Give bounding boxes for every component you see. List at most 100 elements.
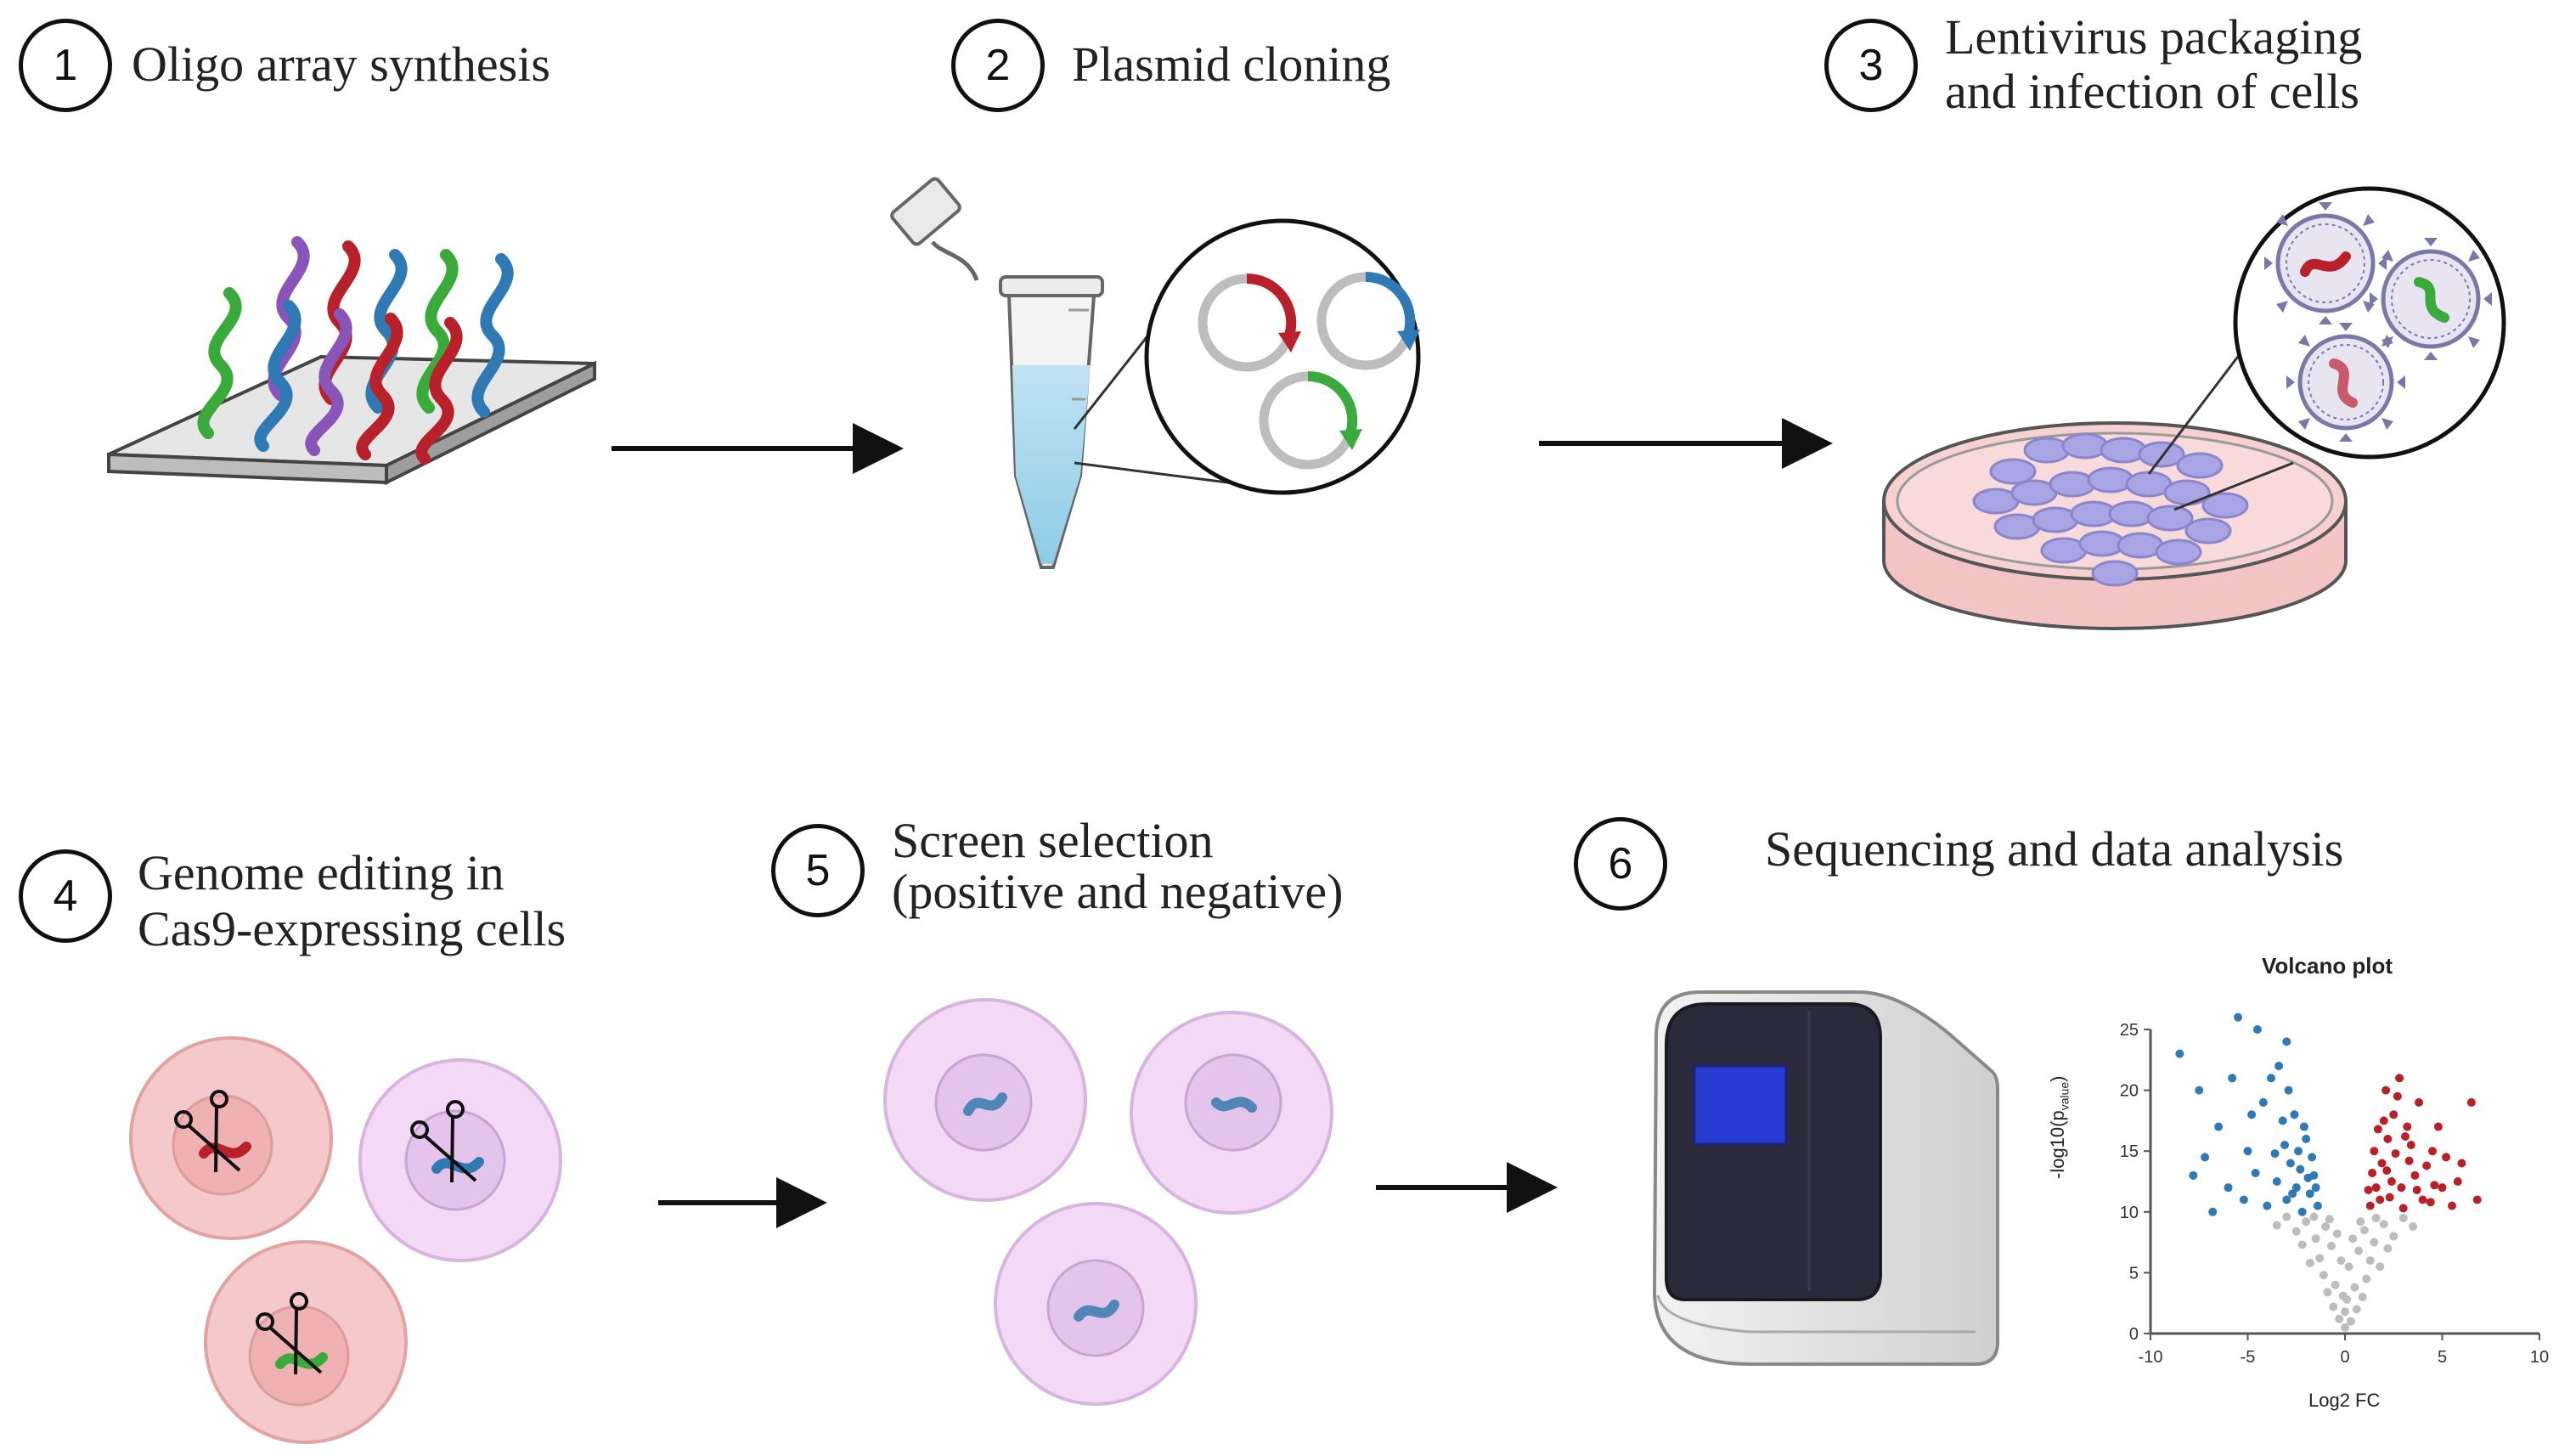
volcano-point [2389,1110,2398,1119]
volcano-point [2325,1215,2334,1224]
volcano-point [2282,1037,2291,1046]
volcano-point [2326,1241,2336,1250]
volcano-point [2282,1212,2291,1221]
volcano-point [2299,1122,2308,1131]
plasmid-zoom-circle [1144,218,1421,495]
volcano-y-tick-label: 10 [2120,1204,2139,1222]
volcano-point [2433,1122,2443,1131]
volcano-point [2341,1322,2349,1332]
volcano-point [2302,1217,2311,1227]
volcano-point [2319,1271,2328,1280]
volcano-point [2406,1141,2415,1150]
volcano-point [2370,1147,2379,1156]
volcano-point [2365,1201,2375,1210]
volcano-point [2302,1134,2311,1143]
sequencer-screen [1693,1064,1788,1146]
oligo-strand-purple-2 [305,308,352,456]
volcano-x-tick-label: 5 [2438,1348,2447,1367]
volcano-point [2311,1234,2320,1244]
volcano-point [2284,1086,2293,1095]
volcano-point [2397,1183,2406,1193]
volcano-point [2453,1177,2462,1186]
volcano-point [2412,1186,2421,1195]
volcano-point [2410,1170,2420,1180]
volcano-point [2418,1195,2427,1204]
volcano-point [2311,1183,2320,1193]
edited-cell-red [129,1036,333,1240]
step-6-number: 6 [1574,817,1667,911]
volcano-point [2371,1183,2381,1193]
volcano-point [2272,1177,2281,1186]
volcano-point [2201,1153,2210,1162]
volcano-point [2382,1166,2392,1176]
volcano-point [2457,1159,2466,1168]
volcano-point [2404,1156,2414,1165]
volcano-point [2376,1262,2385,1272]
volcano-point [2383,1134,2393,1143]
volcano-point [2354,1246,2364,1255]
virus-zoom-circle [2233,186,2506,460]
volcano-point [2364,1186,2373,1195]
scissors-icon [174,1090,241,1173]
oligo-strand-blue-3 [254,300,302,452]
oligo-strand-blue-2 [471,253,514,418]
petri-dish [1882,421,2348,630]
volcano-point [2371,1213,2381,1222]
volcano-point [2332,1229,2342,1238]
volcano-point [2258,1097,2268,1107]
volcano-point [2422,1161,2432,1170]
volcano-y-tick-label: 25 [2120,1021,2139,1040]
volcano-point [2331,1280,2340,1289]
step-3-title-line2: and infection of cells [1945,64,2359,119]
volcano-point [2377,1159,2387,1168]
volcano-point [2359,1226,2369,1235]
volcano-point [2344,1262,2353,1272]
volcano-point [2338,1291,2348,1300]
step-4-title-line2: Cas9-expressing cells [138,901,566,956]
volcano-point [2291,1227,2301,1236]
step-3-number: 3 [1824,19,1918,112]
selected-cell-1 [883,998,1087,1202]
volcano-x-tick-label: 10 [2530,1348,2549,1367]
volcano-point [2393,1091,2402,1101]
volcano-point [2379,1116,2388,1125]
volcano-point [2395,1074,2404,1083]
volcano-point [2335,1314,2344,1323]
volcano-point [2263,1201,2272,1210]
volcano-point [2373,1125,2382,1134]
volcano-x-tick-label: -5 [2241,1348,2256,1367]
volcano-point [2428,1147,2438,1156]
step-2-title: Plasmid cloning [1072,37,1391,92]
volcano-point [2294,1147,2303,1156]
volcano-point [2352,1305,2361,1314]
volcano-point [2329,1302,2338,1311]
volcano-point [2297,1240,2307,1249]
lentivirus-red [2264,202,2387,324]
step-5-title-line1: Screen selection [892,813,1214,868]
volcano-point [2303,1173,2313,1182]
volcano-point [2400,1132,2410,1142]
volcano-point [2415,1097,2424,1107]
volcano-point [2376,1195,2385,1204]
volcano-point [2282,1195,2291,1204]
volcano-point [2438,1183,2447,1193]
step-1-title: Oligo array synthesis [132,37,550,92]
volcano-point [2305,1258,2314,1267]
volcano-point [2323,1288,2332,1297]
volcano-point [2387,1177,2396,1186]
scissors-icon [410,1100,477,1183]
microcentrifuge-tube [890,177,1104,569]
step-1-number: 1 [19,19,112,112]
volcano-point [2362,1274,2371,1283]
volcano-y-tick-label: 15 [2120,1142,2139,1161]
volcano-point [2214,1122,2224,1131]
volcano-y-tick-label: 20 [2120,1082,2139,1101]
volcano-point [2305,1189,2314,1198]
volcano-point [2274,1061,2284,1070]
volcano-x-tick-label: -10 [2139,1348,2163,1367]
volcano-y-tick-label: 0 [2129,1325,2139,1344]
volcano-point [2389,1232,2398,1241]
volcano-point [2321,1221,2331,1231]
volcano-point [2385,1193,2394,1202]
